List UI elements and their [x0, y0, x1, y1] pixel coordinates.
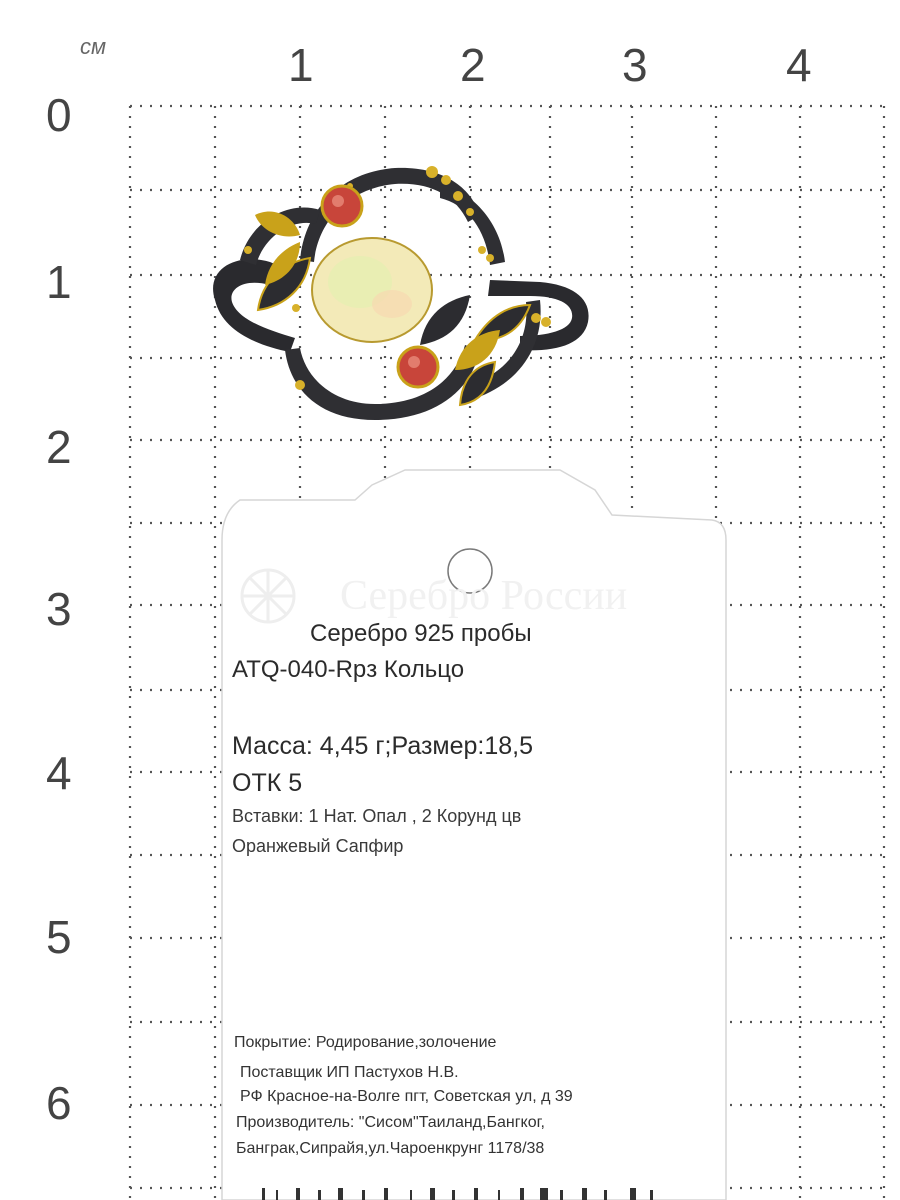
ruler-unit-label: см — [80, 34, 107, 59]
ruler-top-4: 4 — [786, 39, 812, 91]
opal-play-of-color — [328, 256, 392, 308]
tag-metal-line: Серебро 925 пробы — [310, 620, 532, 647]
ruler-top-2: 2 — [460, 39, 486, 91]
price-tag-card — [221, 469, 727, 1200]
ruler-side-1: 1 — [46, 256, 72, 308]
brand-watermark: Серебро России — [340, 573, 628, 619]
leaf-gold-left-top — [255, 211, 300, 237]
tag-supplier-line: Поставщик ИП Пастухов Н.В. — [240, 1064, 459, 1081]
sapphire-top — [320, 184, 364, 228]
leaf-gold-left — [265, 242, 300, 285]
tag-weight-size-line: Масса: 4,45 г;Размер:18,5 — [232, 732, 534, 760]
ruler-side-2: 2 — [46, 421, 72, 473]
tag-manufacturer-line: Производитель: "Сисом"Таиланд,Бангког, — [236, 1114, 545, 1131]
tag-coating-line: Покрытие: Родирование,золочение — [234, 1034, 497, 1051]
ring — [213, 166, 589, 420]
tag-qc-line: ОТК 5 — [232, 769, 303, 797]
leaf-gold-right — [455, 330, 500, 370]
ring-swirl-left — [240, 207, 320, 265]
tag-inserts-line-2: Оранжевый Сапфир — [232, 836, 404, 856]
ruler-side-6: 6 — [46, 1077, 72, 1129]
ruler-side-5: 5 — [46, 911, 72, 963]
tag-manufacturer-address-line: Банграк,Сипрайя,ул.Чароенкрунг 1178/38 — [236, 1140, 545, 1157]
ring-swirl-top-right — [440, 185, 505, 265]
ruler-side-3: 3 — [46, 583, 72, 635]
sapphire-bottom — [396, 345, 440, 389]
tag-article-line: ATQ-040-Rpз Кольцо — [232, 656, 465, 683]
ring-band-right — [488, 280, 589, 351]
leaf-dark-left — [256, 256, 312, 312]
leaf-dark-center — [420, 295, 470, 345]
ruler-side-4: 4 — [46, 747, 72, 799]
ruler-top-3: 3 — [622, 39, 648, 91]
ring-swirl-bottom — [285, 345, 480, 420]
leaf-dark-bottom — [458, 360, 497, 407]
ruler-side-0: 0 — [46, 89, 72, 141]
tag-supplier-address-line: РФ Красное-на-Волге пгт, Советская ул, д… — [240, 1088, 573, 1105]
tag-hole — [447, 548, 493, 594]
brand-logo-watermark — [240, 568, 296, 624]
tag-inserts-line: Вставки: 1 Нат. Опал , 2 Корунд цв — [232, 806, 522, 826]
barcode — [262, 1188, 653, 1200]
ruler-top-1: 1 — [288, 39, 314, 91]
